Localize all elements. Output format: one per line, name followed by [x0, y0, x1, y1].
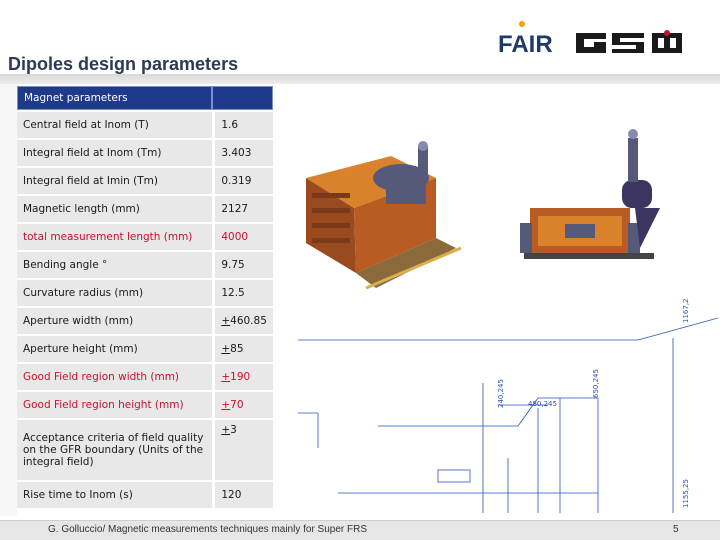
- parameter-label: Integral field at Imin (Tm): [17, 168, 213, 194]
- fair-logo: FAIR: [496, 18, 553, 58]
- footer-text: G. Golluccio/ Magnetic measurements tech…: [48, 524, 368, 535]
- table-row: Good Field region height (mm)+70: [17, 392, 273, 418]
- drawing-label-1: 240,245: [497, 379, 505, 408]
- aperture-technical-drawing: 240,245 480,245 650,245 1167,25 1155,25: [298, 298, 718, 513]
- parameter-label: Magnetic length (mm): [17, 196, 213, 222]
- parameter-label: Acceptance criteria of field quality on …: [17, 420, 213, 480]
- parameter-label: Bending angle °: [17, 252, 213, 278]
- parameter-value: 3.403: [212, 140, 273, 166]
- parameter-label: Central field at Inom (T): [17, 112, 213, 138]
- parameter-label: Curvature radius (mm): [17, 280, 213, 306]
- table-row: Central field at Inom (T)1.6: [17, 112, 273, 138]
- drawing-label-2: 480,245: [528, 400, 557, 408]
- parameter-value: 4000: [212, 224, 273, 250]
- table-header-value: [212, 86, 273, 110]
- drawing-label-3: 650,245: [592, 369, 600, 398]
- dipole-magnet-photo-side: [306, 141, 462, 290]
- parameter-label: Good Field region height (mm): [17, 392, 213, 418]
- table-row: Bending angle °9.75: [17, 252, 273, 278]
- parameter-number: 460.85: [230, 315, 267, 327]
- parameter-value: +190: [212, 364, 273, 390]
- table-header-row: Magnet parameters: [17, 86, 273, 110]
- parameter-value: +85: [212, 336, 273, 362]
- table-row: total measurement length (mm)4000: [17, 224, 273, 250]
- parameter-number: 3: [230, 424, 237, 436]
- parameter-value: 1.6: [212, 112, 273, 138]
- parameter-value: +3: [212, 420, 273, 480]
- parameter-value: 120: [212, 482, 273, 508]
- parameter-label: total measurement length (mm): [17, 224, 213, 250]
- parameter-number: 70: [230, 399, 244, 411]
- plus-minus-sign: +: [221, 399, 231, 411]
- plus-minus-sign: +: [221, 424, 231, 436]
- slide-title: Dipoles design parameters: [8, 54, 239, 74]
- table-row: Curvature radius (mm)12.5: [17, 280, 273, 306]
- parameter-label: Good Field region width (mm): [17, 364, 213, 390]
- parameter-value: +460.85: [212, 308, 273, 334]
- parameter-value: 9.75: [212, 252, 273, 278]
- footer-bar: [0, 520, 720, 540]
- table-row: Integral field at Imin (Tm)0.319: [17, 168, 273, 194]
- drawing-label-4: 1167,25: [682, 298, 690, 323]
- plus-minus-sign: +: [221, 371, 231, 383]
- left-margin-strip: [0, 84, 17, 516]
- table-row: Acceptance criteria of field quality on …: [17, 420, 273, 480]
- gsi-logo: [576, 30, 686, 56]
- page-number: 5: [673, 524, 679, 535]
- parameter-number: 190: [230, 371, 251, 383]
- parameter-label: Integral field at Inom (Tm): [17, 140, 213, 166]
- parameter-value: 2127: [212, 196, 273, 222]
- table-row: Rise time to Inom (s)120: [17, 482, 273, 508]
- plus-minus-sign: +: [221, 343, 231, 355]
- table-row: Integral field at Inom (Tm)3.403: [17, 140, 273, 166]
- table-header-label: Magnet parameters: [17, 86, 213, 110]
- plus-minus-sign: +: [221, 315, 231, 327]
- parameter-value: 0.319: [212, 168, 273, 194]
- dipole-magnet-photo-front: [520, 129, 660, 259]
- parameter-number: 85: [230, 343, 244, 355]
- parameter-value: +70: [212, 392, 273, 418]
- drawing-label-5: 1155,25: [682, 479, 690, 508]
- magnet-parameters-table: Magnet parameters Central field at Inom …: [17, 84, 273, 510]
- table-row: Good Field region width (mm)+190: [17, 364, 273, 390]
- parameter-label: Aperture width (mm): [17, 308, 213, 334]
- table-row: Magnetic length (mm)2127: [17, 196, 273, 222]
- parameter-label: Aperture height (mm): [17, 336, 213, 362]
- table-row: Aperture width (mm)+460.85: [17, 308, 273, 334]
- parameter-value: 12.5: [212, 280, 273, 306]
- title-divider: [0, 74, 720, 84]
- parameter-label: Rise time to Inom (s): [17, 482, 213, 508]
- fair-logo-text: FAIR: [498, 31, 552, 58]
- table-row: Aperture height (mm)+85: [17, 336, 273, 362]
